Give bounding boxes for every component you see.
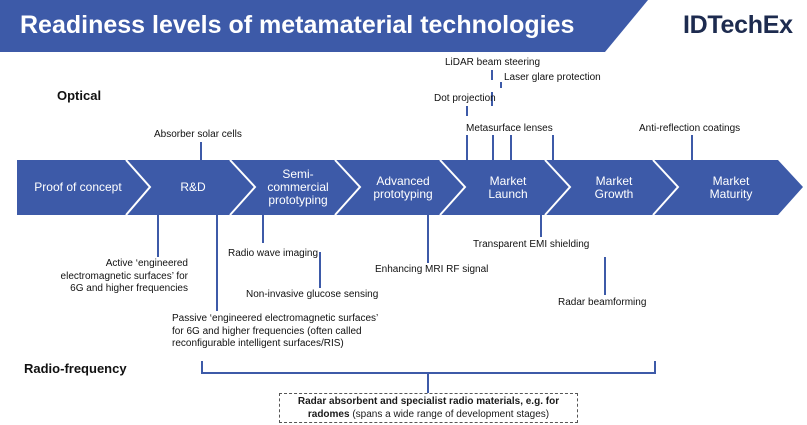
radar-absorbent-line-1: Radar absorbent and specialist radio mat… (297, 396, 560, 407)
connector-emi-shielding (540, 215, 542, 237)
rf-bracket (201, 361, 656, 374)
connector-anti-reflection (691, 135, 693, 160)
stage-rd: R&D (180, 180, 206, 194)
connector-laser-glare-lower (552, 135, 554, 160)
label-passive-surfaces: Passive ‘engineered electromagnetic surf… (172, 313, 379, 349)
connector-lidar-lower (491, 92, 493, 106)
label-laser-glare-protection: Laser glare protection (504, 72, 601, 83)
radar-absorbent-radomes: radomes (307, 408, 350, 420)
stage-divider (125, 159, 152, 216)
stage-shape-market-launch (440, 160, 572, 215)
connector-lidar-bar (492, 135, 494, 160)
stage-shape-rd (126, 160, 257, 215)
connector-glucose-sensing (319, 252, 321, 288)
connector-dot-projection-lower (466, 135, 468, 160)
label-metasurface-lenses: Metasurface lenses (466, 123, 553, 134)
connector-lidar (491, 70, 493, 80)
section-optical: Optical (57, 88, 102, 103)
label-absorber-solar-cells: Absorber solar cells (154, 129, 242, 140)
radar-absorbent-note: (spans a wide range of development stage… (349, 408, 550, 420)
label-glucose-sensing: Non-invasive glucose sensing (246, 289, 379, 300)
connector-metasurface (510, 135, 512, 160)
connector-dot-projection (466, 106, 468, 116)
connector-radar-beamforming (604, 257, 606, 295)
connector-laser-glare (500, 82, 502, 88)
stage-shape-market-maturity (653, 160, 803, 215)
stage-shape-advanced-prototyping (335, 160, 467, 215)
stage-divider (544, 159, 572, 216)
label-anti-reflection-coatings: Anti-reflection coatings (639, 123, 741, 134)
label-mri-rf-signal: Enhancing MRI RF signal (375, 264, 489, 275)
stage-divider (334, 159, 362, 216)
connector-radio-wave-imaging (262, 215, 264, 243)
title-banner-shape (0, 0, 648, 52)
label-radio-wave-imaging: Radio wave imaging (228, 248, 319, 259)
stage-proof-of-concept: Proof of concept (34, 180, 122, 194)
connector-passive-surfaces (216, 215, 218, 311)
label-radar-beamforming: Radar beamforming (558, 297, 647, 308)
stage-divider (652, 159, 680, 216)
label-lidar-beam-steering: LiDAR beam steering (445, 57, 541, 68)
connector-absorber-solar (200, 142, 202, 160)
label-dot-projection: Dot projection (434, 93, 496, 104)
stage-divider (229, 159, 257, 216)
stage-divider (439, 159, 467, 216)
page-title: Readiness levels of metamaterial technol… (20, 11, 575, 39)
section-radio-frequency: Radio-frequency (24, 361, 127, 376)
idtechex-logo: IDTechEx (683, 11, 793, 39)
stage-shape-proof-of-concept (17, 160, 152, 215)
stage-shape-semi-commercial (230, 160, 362, 215)
connector-mri (427, 215, 429, 263)
label-emi-shielding: Transparent EMI shielding (473, 239, 590, 250)
radar-absorbent-box: Radar absorbent and specialist radio mat… (279, 393, 578, 423)
stage-shape-market-growth (545, 160, 680, 215)
title-banner (0, 0, 648, 52)
connector-active-surfaces (157, 215, 159, 257)
